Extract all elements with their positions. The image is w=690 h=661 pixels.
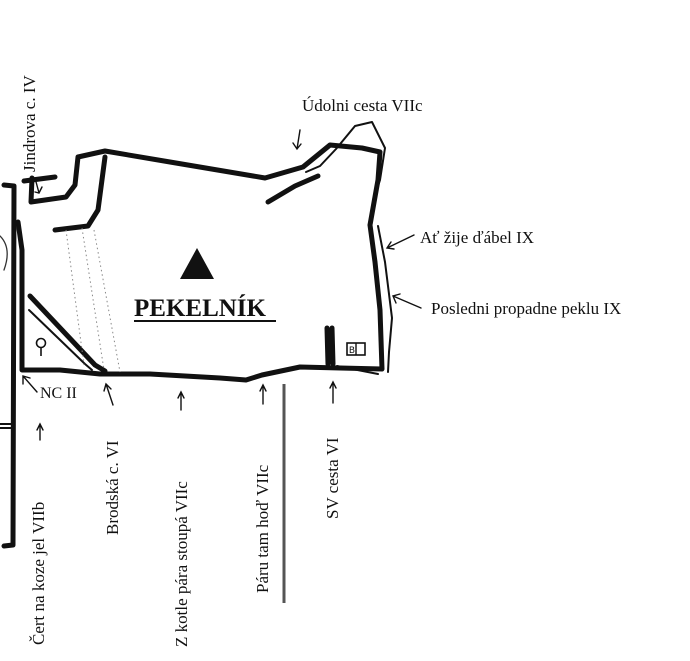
left-rock-curve [0, 235, 8, 271]
summit-ridge [305, 121, 386, 201]
summit-book-icon: B [346, 342, 366, 356]
route-cert: Čert na koze jel VIIb [29, 502, 48, 645]
base-chimney [27, 293, 108, 374]
crack-sv [324, 325, 336, 367]
route-nc: NC II [40, 385, 77, 402]
right-outer-edge [377, 225, 393, 373]
right-corner [336, 365, 379, 375]
route-brodska: Brodská c. VI [103, 440, 122, 535]
upper-inner-edge [52, 154, 108, 233]
route-posledni: Posledni propadne peklu IX [431, 299, 621, 318]
left-rock-edge [1, 182, 17, 549]
tower-outline [15, 142, 385, 383]
arrow-brodska [103, 382, 114, 406]
route-z-kotle: Z kotle pára stoupá VIIc [172, 481, 191, 647]
face-line-1 [65, 229, 85, 366]
arrow-jindrova [34, 177, 43, 194]
rappel-ring-icon [35, 337, 47, 356]
route-at-zije: Ať žije ďábel IX [420, 228, 534, 247]
route-paru: Páru tam hoď VIIc [253, 464, 272, 593]
route-udolni: Údolni cesta VIIc [302, 96, 423, 115]
summit-triangle-icon [180, 248, 214, 279]
arrow-posledni [392, 293, 422, 309]
route-sv: SV cesta VI [323, 437, 342, 519]
top-left-notch [21, 174, 58, 184]
arrow-cert [36, 422, 44, 441]
crack-udolni [265, 173, 321, 205]
crag-title: PEKELNÍK [134, 294, 267, 322]
arrow-sv [329, 380, 337, 404]
face-line-3 [93, 229, 121, 373]
arrow-udolni [292, 129, 302, 151]
route-jindrova: Jindrova c. IV [20, 74, 39, 172]
svg-text:B: B [349, 346, 355, 356]
left-ledge [0, 423, 15, 429]
arrow-paru [259, 383, 267, 405]
face-line-2 [81, 227, 105, 371]
arrow-at-zije [385, 234, 415, 250]
base-chimney-inner [28, 309, 93, 371]
arrow-z-kotle [177, 390, 185, 411]
arrow-nc [22, 375, 38, 393]
